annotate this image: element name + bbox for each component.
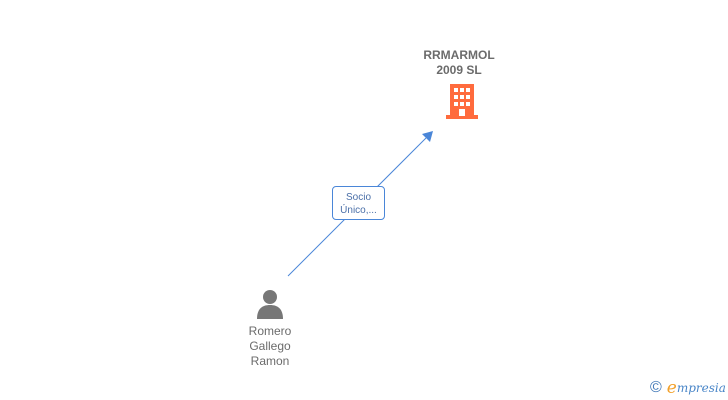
arrowhead-icon: [422, 131, 433, 142]
empresia-logo[interactable]: © e mpresia: [650, 379, 726, 397]
relation-label[interactable]: Socio Único,...: [332, 186, 385, 220]
copyright-icon: ©: [650, 379, 662, 396]
person-name-line-2: Gallego: [249, 339, 291, 353]
person-name[interactable]: Romero Gallego Ramon: [228, 324, 312, 369]
company-name-line-2: 2009 SL: [436, 63, 482, 77]
company-name[interactable]: RRMARMOL 2009 SL: [404, 48, 514, 78]
building-icon[interactable]: [445, 84, 479, 119]
company-name-line-1: RRMARMOL: [423, 48, 495, 62]
relation-label-line-1: Socio: [345, 192, 371, 203]
logo-initial: e: [666, 378, 677, 398]
logo-wordmark: mpresia: [676, 381, 726, 395]
person-name-line-3: Ramon: [250, 354, 290, 368]
person-name-line-1: Romero: [248, 324, 292, 338]
relation-label-line-2: Único,...: [340, 205, 377, 216]
person-icon[interactable]: [255, 289, 285, 319]
